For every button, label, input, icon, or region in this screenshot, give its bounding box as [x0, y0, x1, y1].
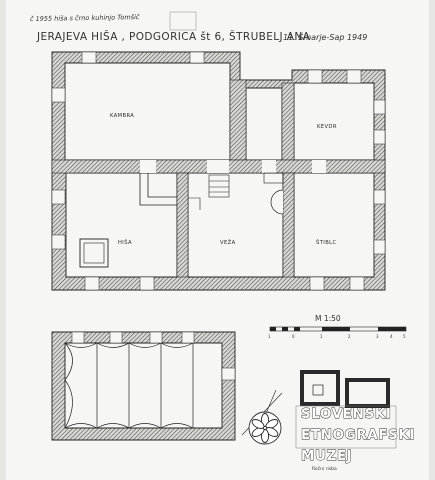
- scale-tick-6: 5: [403, 334, 406, 339]
- cellar-plan: [51, 331, 236, 441]
- door-stiblc: [312, 160, 326, 173]
- bench-line-2: [147, 173, 177, 198]
- scale-bar: M 1:50 1 0 1 2 3 4 5: [268, 314, 407, 339]
- room-label-kevdr: KEVDR: [317, 124, 337, 130]
- logo-line-1: SLOVENSKI: [301, 406, 392, 422]
- wall-kambra-east: [229, 79, 247, 161]
- wall-veza-stiblc: [282, 172, 295, 278]
- scale-tick-0: 0: [292, 334, 295, 339]
- site-parcel: [295, 405, 397, 449]
- hearth-box: [263, 172, 284, 184]
- paper-left-edge: [0, 0, 6, 480]
- logo-line-3: MUZEJ: [301, 448, 352, 464]
- cellar-walls: [51, 331, 236, 441]
- pencil-note: č 1955 hiša s črno kuhinjo Tomšič: [30, 13, 140, 23]
- site-building-main: [300, 370, 340, 406]
- scale-tick-4: 3: [376, 334, 379, 339]
- site-inner-box: [312, 384, 324, 396]
- staircase: [188, 174, 230, 210]
- stove-inner: [83, 242, 105, 264]
- room-label-veza: VEŽA: [220, 238, 236, 246]
- logo-line-2: ETNOGRAFSKI: [301, 427, 415, 443]
- cellar-window-niches: [71, 331, 236, 381]
- main-floor-plan: KAMBRA KEVDR HIŠA VEŽA ŠTIBLC: [51, 51, 386, 291]
- vault-bays: [64, 342, 194, 429]
- drawing-title: JERAJEVA HIŠA , PODGORICA št 6, ŠTRUBELJ…: [36, 30, 311, 43]
- window-niches: [51, 51, 386, 291]
- wall-kevdr-west: [281, 82, 295, 161]
- scale-tick-5: 4: [390, 334, 393, 339]
- scale-tick-2: 1: [320, 334, 323, 339]
- room-label-hisa: HIŠA: [118, 239, 132, 246]
- stove-outline: [79, 238, 109, 268]
- site-plan: [295, 370, 397, 449]
- bench-line: [139, 173, 177, 206]
- scale-tick-1: 1: [268, 334, 271, 339]
- paper-right-edge: [429, 0, 435, 480]
- scale-tick-3: 2: [348, 334, 351, 339]
- wall-hisa-veza: [176, 172, 189, 278]
- corner-note: Ročni risba: [312, 465, 337, 472]
- logo-flower-icon: [248, 411, 282, 445]
- oven-apse: [270, 189, 284, 215]
- room-label-stiblc: ŠTIBLC: [316, 239, 336, 246]
- scale-label: M 1:50: [315, 314, 341, 323]
- pencil-box: [169, 11, 197, 31]
- door-veza-north: [207, 160, 229, 173]
- room-label-kambra: KAMBRA: [110, 113, 134, 119]
- door-corridor: [262, 160, 276, 173]
- door-hisa: [140, 160, 156, 173]
- museum-logo: SLOVENSKI ETNOGRAFSKI MUZEJ: [248, 406, 415, 464]
- drawing-date: 11. Šmarje-Sap 1949: [283, 31, 367, 42]
- site-building-annex: [345, 378, 390, 408]
